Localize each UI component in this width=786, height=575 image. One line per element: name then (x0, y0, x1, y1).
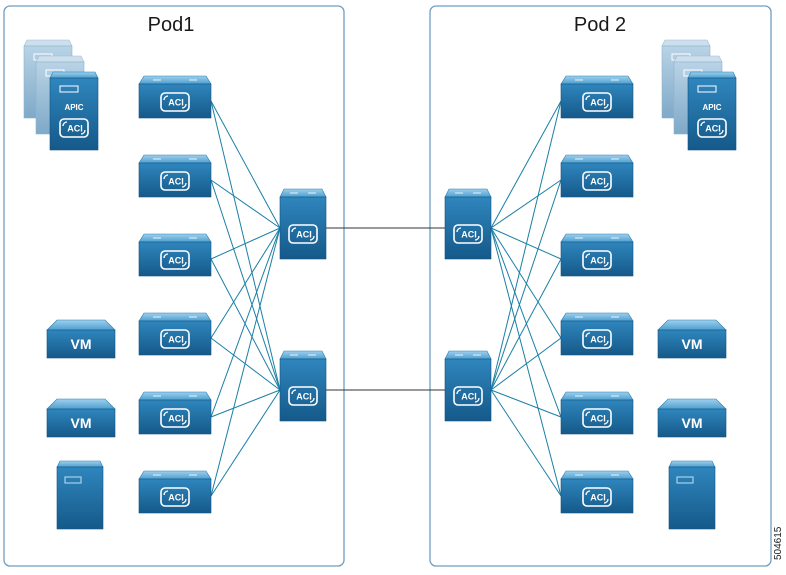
leaf-spine-link (210, 179, 281, 229)
pod2-vm: VM (657, 319, 727, 359)
aci-icon: ACI (160, 408, 190, 428)
aci-icon: ACI (582, 250, 612, 270)
pod1-leaf-switch: ACI (138, 312, 212, 356)
pod1-leaf-switch: ACI (138, 391, 212, 435)
aci-label: ACI (461, 392, 477, 402)
aci-label: ACI (590, 493, 606, 503)
pod2-apic-cluster: APIC ACI (661, 39, 737, 151)
leaf-spine-link (210, 227, 281, 339)
pod2-server (668, 460, 716, 530)
leaf-spine-link (490, 227, 562, 497)
leaf-spine-link (490, 258, 562, 391)
aci-label: ACI (590, 256, 606, 266)
aci-icon: ACI (582, 487, 612, 507)
pod1-vm: VM (46, 319, 116, 359)
fabric-links (210, 100, 562, 497)
pod2-leaf-switch: ACI (560, 154, 634, 198)
aci-label: ACI (168, 98, 184, 108)
aci-label: ACI (168, 256, 184, 266)
apic-label: APIC (64, 103, 83, 112)
aci-label: ACI (168, 177, 184, 187)
leaf-spine-link (490, 389, 562, 418)
aci-label: ACI (67, 124, 83, 134)
aci-label: ACI (296, 230, 312, 240)
aci-icon: ACI (582, 92, 612, 112)
leaf-spine-link (210, 100, 281, 229)
pod1-frame (3, 5, 345, 567)
pod1-apic-cluster: APIC ACI (23, 39, 99, 151)
leaf-spine-link (210, 227, 281, 260)
aci-icon: ACI (288, 224, 318, 244)
pod1-spine-switch: ACI (279, 188, 327, 260)
pod2-vm: VM (657, 398, 727, 438)
aci-icon: ACI (160, 487, 190, 507)
aci-icon: ACI (160, 329, 190, 349)
aci-label: ACI (168, 335, 184, 345)
aci-label: ACI (461, 230, 477, 240)
aci-icon: ACI (288, 386, 318, 406)
apic-server: APIC ACI (687, 71, 737, 151)
aci-icon: ACI (582, 329, 612, 349)
apic-label: APIC (702, 103, 721, 112)
leaf-spine-link (210, 389, 281, 497)
pod2-frame (429, 5, 772, 567)
vm-label: VM (682, 336, 703, 352)
aci-icon: ACI (160, 171, 190, 191)
aci-icon: ACI (453, 224, 483, 244)
aci-icon: ACI (160, 92, 190, 112)
aci-icon: ACI (453, 386, 483, 406)
pod2-leaf-switch: ACI (560, 75, 634, 119)
leaf-spine-link (210, 227, 281, 497)
pod2-leaf-switch: ACI (560, 391, 634, 435)
aci-label: ACI (168, 414, 184, 424)
aci-label: ACI (296, 392, 312, 402)
aci-label: ACI (590, 177, 606, 187)
aci-icon: ACI (160, 250, 190, 270)
pod2-spine-switch: ACI (444, 350, 492, 422)
leaf-spine-link (210, 100, 281, 391)
figure-id: 504615 (773, 526, 784, 560)
aci-label: ACI (590, 335, 606, 345)
pod1-title: Pod1 (148, 14, 195, 36)
aci-icon: ACI (582, 171, 612, 191)
leaf-spine-link (490, 337, 562, 391)
leaf-spine-link (210, 389, 281, 418)
pod1-leaf-switch: ACI (138, 154, 212, 198)
pod2-spine-switch: ACI (444, 188, 492, 260)
leaf-spine-link (490, 179, 562, 391)
leaf-spine-link (490, 100, 562, 391)
aci-icon: ACI (697, 118, 727, 138)
leaf-spine-link (490, 179, 562, 229)
leaf-spine-link (210, 227, 281, 418)
aci-label: ACI (705, 124, 721, 134)
vm-label: VM (71, 336, 92, 352)
pod1-vm: VM (46, 398, 116, 438)
pod2-leaf-switch: ACI (560, 470, 634, 514)
apic-server: APIC ACI (49, 71, 99, 151)
aci-icon: ACI (582, 408, 612, 428)
leaf-spine-link (490, 227, 562, 260)
pod2-leaf-switch: ACI (560, 312, 634, 356)
pod1-leaf-switch: ACI (138, 470, 212, 514)
aci-label: ACI (590, 98, 606, 108)
leaf-spine-link (490, 389, 562, 497)
leaf-spine-link (490, 227, 562, 339)
leaf-spine-link (490, 100, 562, 229)
leaf-spine-link (210, 179, 281, 391)
vm-label: VM (71, 415, 92, 431)
aci-label: ACI (590, 414, 606, 424)
pod1-spine-switch: ACI (279, 350, 327, 422)
pod1-server (56, 460, 104, 530)
aci-label: ACI (168, 493, 184, 503)
pod2-leaf-switch: ACI (560, 233, 634, 277)
devices: APICACIACIACIACIACIACIACIACIACIVMVMAPICA… (23, 39, 737, 530)
vm-label: VM (682, 415, 703, 431)
aci-icon: ACI (59, 118, 89, 138)
leaf-spine-link (210, 258, 281, 391)
pod1-leaf-switch: ACI (138, 75, 212, 119)
pod1-leaf-switch: ACI (138, 233, 212, 277)
pod2-title: Pod 2 (574, 14, 626, 36)
leaf-spine-link (490, 227, 562, 418)
